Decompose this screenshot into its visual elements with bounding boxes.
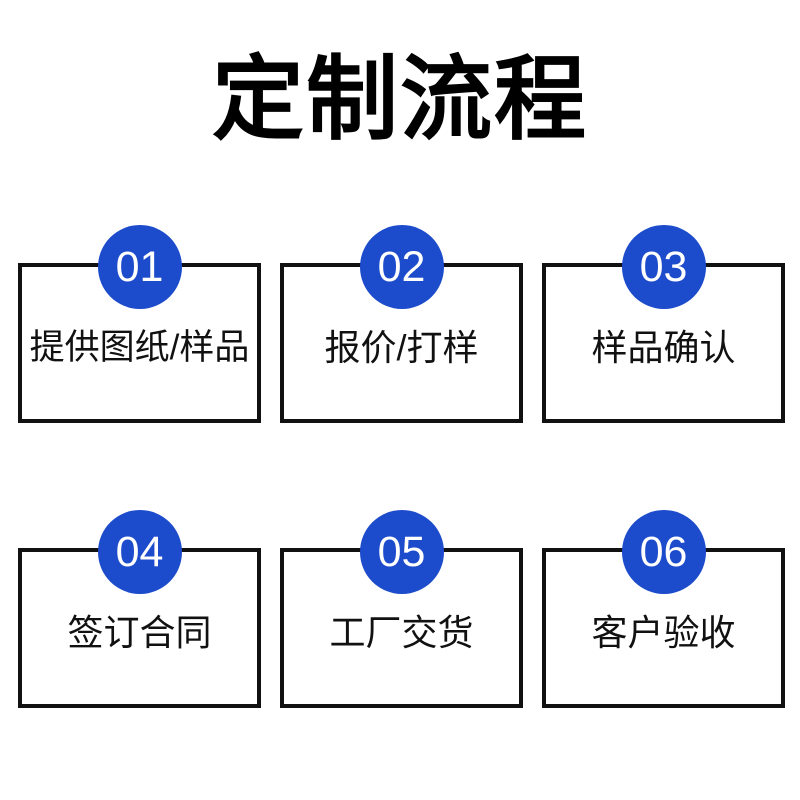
step-number-badge-02: 02 (359, 225, 444, 309)
step-number-badge-05: 05 (359, 510, 444, 594)
step-label-06: 客户验收 (591, 612, 736, 653)
step-card-05: 05 工厂交货 (280, 510, 523, 708)
step-label-04: 签订合同 (67, 612, 212, 653)
step-card-06: 06 客户验收 (542, 510, 785, 708)
step-number-badge-04: 04 (97, 510, 182, 594)
step-label-03: 样品确认 (591, 327, 736, 368)
step-label-02: 报价/打样 (324, 327, 479, 368)
step-card-01: 01 提供图纸/样品 (18, 225, 261, 423)
step-number-badge-03: 03 (621, 225, 706, 309)
step-label-05: 工厂交货 (329, 612, 474, 653)
step-card-04: 04 签订合同 (18, 510, 261, 708)
step-label-01: 提供图纸/样品 (29, 328, 250, 367)
page-title: 定制流程 (211, 49, 588, 151)
step-card-03: 03 样品确认 (542, 225, 785, 423)
steps-grid: 01 提供图纸/样品 02 报价/打样 03 样品确认 04 签订合同 05 工… (18, 225, 785, 708)
step-number-badge-01: 01 (97, 225, 182, 309)
step-card-02: 02 报价/打样 (280, 225, 523, 423)
step-number-badge-06: 06 (621, 510, 706, 594)
